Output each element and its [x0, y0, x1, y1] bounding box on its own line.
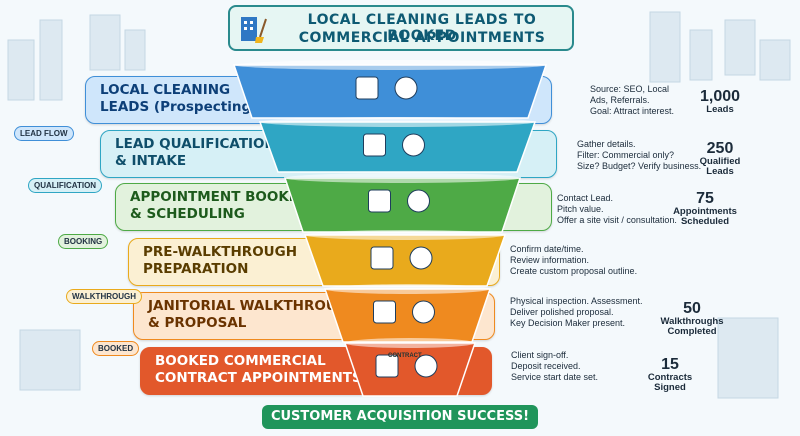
detail-line: Physical inspection. Assessment. [510, 296, 643, 306]
stage-title-line: LOCAL CLEANING [100, 82, 231, 98]
title-banner: LOCAL CLEANING LEADS TO BOOKED COMMERCIA… [228, 5, 574, 51]
detail-line: Goal: Attract interest. [590, 106, 675, 116]
metric-unit: Leads [706, 104, 734, 115]
stage-icon [407, 189, 430, 213]
title-line-1: LOCAL CLEANING LEADS TO BOOKED [307, 12, 537, 44]
stage-details: Confirm date/time.Review information.Cre… [510, 244, 637, 277]
stage-title-line: PREPARATION [143, 261, 249, 277]
funnel-segment-2 [258, 121, 537, 173]
stage-icon [409, 246, 433, 270]
funnel-rim [305, 230, 505, 240]
detail-line: Client sign-off. [511, 350, 569, 360]
stage-title-line: APPOINTMENT BOOKING [130, 189, 317, 205]
flow-chip: QUALIFICATION [28, 178, 103, 193]
stage-title-line: & INTAKE [115, 153, 187, 169]
funnel-rim [345, 338, 475, 348]
stage-title: APPOINTMENT BOOKING& SCHEDULING [130, 189, 316, 223]
funnel-rim [285, 173, 520, 183]
stage-title-line: JANITORIAL WALKTHROUGH [148, 298, 360, 314]
metric-unit: Leads [706, 166, 734, 177]
stage-icon [412, 300, 435, 324]
detail-line: Gather details. [577, 139, 636, 149]
contract-label: CONTRACT [388, 353, 422, 359]
funnel-segment-4 [303, 234, 507, 287]
metric-unit: Completed [667, 326, 717, 337]
stage-icon [363, 133, 386, 157]
stage-title-line: & SCHEDULING [130, 206, 245, 222]
stage-details: Gather details.Filter: Commercial only?S… [577, 139, 701, 172]
metric-value: 15 [661, 356, 679, 373]
detail-line: Deposit received. [511, 361, 581, 371]
detail-line: Pitch value. [557, 204, 604, 214]
detail-line: Contact Lead. [557, 193, 614, 203]
funnel-segment-1 [232, 64, 548, 119]
stage-title-line: LEADS (Prospecting) [100, 99, 258, 115]
metric-value: 50 [683, 300, 701, 317]
funnel-rim [325, 284, 490, 294]
flow-chip: WALKTHROUGH [66, 289, 142, 304]
stage-icon [373, 300, 396, 324]
building-broom-icon [241, 17, 267, 43]
stage-title: JANITORIAL WALKTHROUGH& PROPOSAL [148, 298, 359, 332]
title-line-2: COMMERCIAL APPOINTMENTS [298, 30, 546, 46]
metric-unit: Signed [654, 382, 686, 393]
stage-title-line: LEAD QUALIFICATION [115, 136, 276, 152]
funnel-segment-6 [343, 342, 477, 397]
funnel-rim [260, 117, 535, 127]
funnel-rim [234, 60, 546, 70]
detail-line: Service start date set. [511, 372, 599, 382]
detail-line: Create custom proposal outline. [510, 266, 638, 276]
stage-details: Physical inspection. Assessment.Deliver … [510, 296, 643, 329]
stage-icon [355, 76, 379, 100]
stage-icon [414, 354, 438, 378]
metric-unit: Contracts [647, 372, 693, 383]
footer-banner: CUSTOMER ACQUISITION SUCCESS! [262, 405, 538, 429]
detail-line: Ads, Referrals. [590, 95, 650, 105]
metric-unit: Qualified [699, 156, 741, 167]
detail-line: Offer a site visit / consultation. [557, 215, 677, 225]
detail-line: Review information. [510, 255, 590, 265]
stage-icon [370, 246, 394, 270]
stage-title: LEAD QUALIFICATION& INTAKE [115, 136, 276, 170]
stage-details: Contact Lead.Pitch value.Offer a site vi… [557, 193, 677, 226]
metric-unit: Scheduled [680, 216, 730, 227]
flow-chip: BOOKING [58, 234, 109, 249]
stage-title-line: PRE-WALKTHROUGH [143, 244, 298, 260]
stage-title-line: BOOKED COMMERCIAL [155, 353, 326, 369]
metric-value: 250 [706, 140, 734, 157]
detail-line: Source: SEO, Local [590, 84, 670, 94]
stage-icon [402, 133, 425, 157]
detail-line: Confirm date/time. [510, 244, 584, 254]
funnel-segment-5 [323, 288, 492, 343]
stage-icon [394, 76, 418, 100]
stage-title-line: CONTRACT APPOINTMENTS [155, 370, 362, 386]
detail-line: Filter: Commercial only? [577, 150, 675, 160]
stage-details: Client sign-off.Deposit received.Service… [511, 350, 598, 383]
stage-icon [368, 189, 391, 213]
flow-chip: LEAD FLOW [14, 126, 74, 141]
flow-chip: BOOKED [92, 341, 140, 356]
metric-value: 75 [696, 190, 714, 207]
stage-title-line: & PROPOSAL [148, 315, 247, 331]
metric-unit: Appointments [673, 206, 737, 217]
metric-value: 1,000 [699, 88, 741, 105]
detail-line: Deliver polished proposal. [510, 307, 614, 317]
metric-unit: Walkthroughs [660, 316, 724, 327]
stage-icon [375, 354, 399, 378]
funnel-segment-3 [283, 177, 522, 233]
detail-line: Key Decision Maker present. [510, 318, 626, 328]
detail-line: Size? Budget? Verify business. [577, 161, 702, 171]
